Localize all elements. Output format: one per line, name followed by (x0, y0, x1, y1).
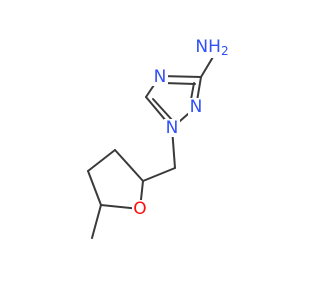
bonds (87, 51, 217, 239)
bond-c5-n1-inner (152, 98, 174, 122)
atom-o-ring: O (133, 199, 146, 219)
bond-c3thf-c4thf (87, 149, 116, 172)
bond-ch2-c2 (142, 167, 176, 182)
atom-n-ring-top: N (154, 67, 167, 87)
atom-n-ring-bottom: N (166, 118, 179, 138)
label-bg-o (132, 200, 148, 218)
atom-n-amine-hydrogens: H2 (208, 37, 228, 58)
label-bg-n2 (188, 98, 204, 116)
label-bg-n1 (164, 119, 180, 137)
atom-n-ring-right: N (190, 97, 203, 117)
bond-c4thf-c5thf (87, 170, 102, 206)
bond-c5thf-methyl (91, 204, 102, 239)
structure-diagram: NH2 N N N O (87, 36, 237, 239)
bond-c2-c3thf (114, 149, 144, 182)
bond-c3-n4-inner (163, 82, 196, 85)
label-bg-n4 (152, 68, 168, 86)
atom-n-amine: NH2 (195, 37, 228, 58)
molecule-canvas: NH2 N N N O (87, 36, 237, 239)
label-bg-nh2 (197, 36, 237, 58)
atom-labels: NH2 N N N O (132, 36, 237, 219)
